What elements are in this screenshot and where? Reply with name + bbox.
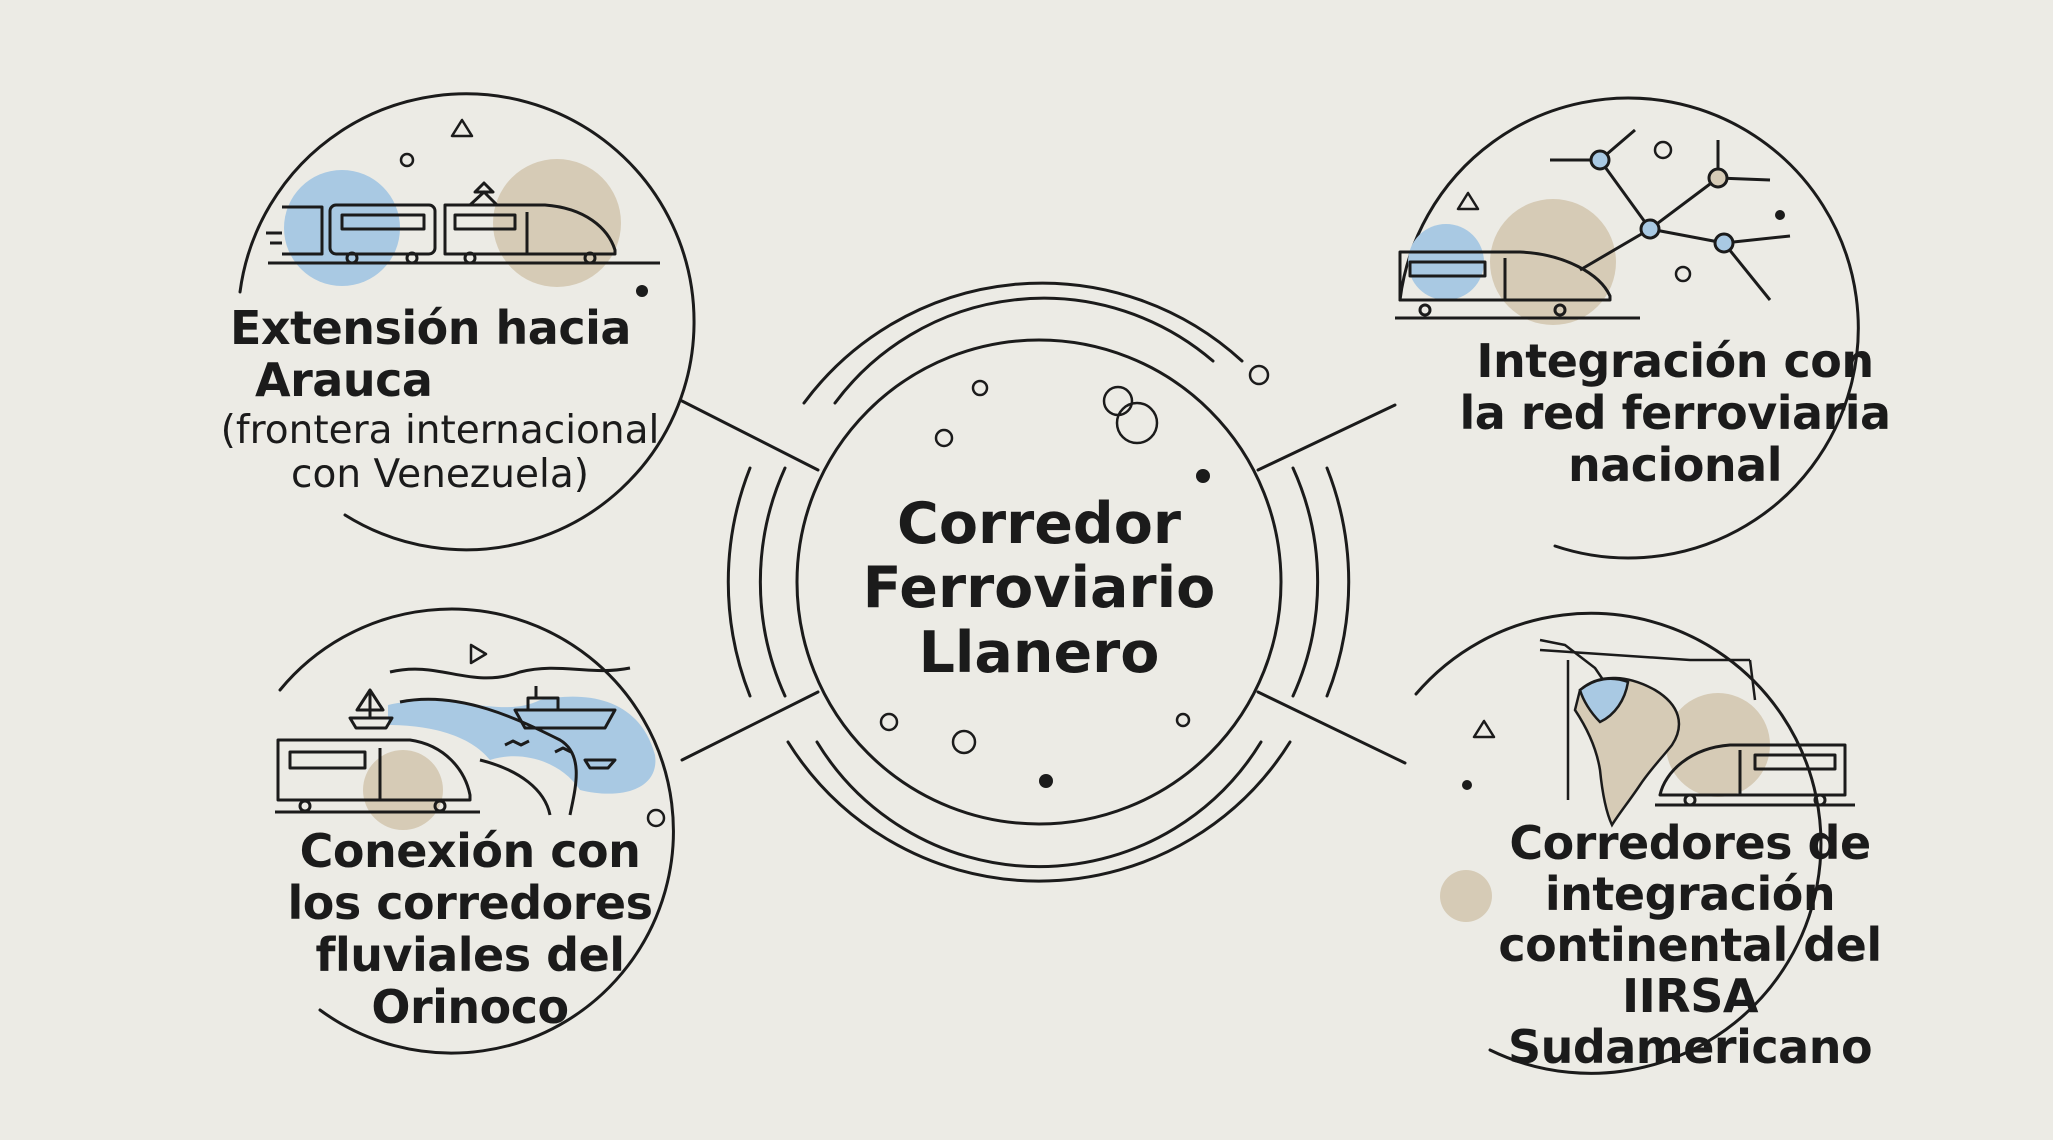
- tan-blob-icon: [1440, 870, 1492, 922]
- center-arc-left-outer: [726, 466, 752, 698]
- orinoco-circle: [278, 607, 675, 1055]
- center-arc-left: [758, 466, 787, 698]
- small-circle-icon: [1653, 140, 1673, 160]
- triangle-icon: [1456, 191, 1480, 211]
- iirsa-title-2: integración: [1544, 867, 1836, 921]
- center-arc-right: [1291, 466, 1320, 698]
- center-arc-lower: [786, 740, 1292, 883]
- center-circle: [795, 338, 1283, 826]
- small-circle-icon: [646, 808, 666, 828]
- arauca-title-2: Arauca: [255, 353, 433, 407]
- network-title-3: nacional: [1568, 438, 1782, 492]
- bubble-icon: [934, 428, 954, 448]
- bubble-icon: [951, 729, 977, 755]
- triangle-icon: [450, 118, 474, 138]
- center-line-2: Ferroviario: [862, 555, 1216, 622]
- node-network-label: Integración con la red ferroviaria nacio…: [1425, 338, 1925, 488]
- iirsa-title-1: Corredores de: [1509, 816, 1871, 870]
- dot-icon: [1039, 774, 1053, 788]
- iirsa-title-5: Sudamericano: [1507, 1020, 1873, 1074]
- center-label: Corredor Ferroviario Llanero: [829, 491, 1249, 686]
- connector-orinoco: [680, 690, 820, 762]
- center-arc-upper-inner: [833, 296, 1215, 405]
- arauca-title-1: Extensión hacia: [230, 301, 631, 355]
- dot-icon: [1775, 210, 1785, 220]
- bubble-icon: [1102, 385, 1134, 417]
- bubble-icon: [971, 379, 989, 397]
- connector-arauca: [680, 399, 820, 472]
- bubble-icon: [1115, 401, 1159, 445]
- connector-network: [1256, 403, 1397, 472]
- orinoco-title-1: Conexión con: [299, 824, 641, 878]
- small-circle-icon: [1674, 265, 1692, 283]
- network-title-1: Integración con: [1476, 334, 1874, 388]
- triangle-icon: [469, 643, 488, 665]
- orbit-dot-icon: [1248, 364, 1270, 386]
- dot-icon: [1196, 469, 1210, 483]
- bubble-icon: [879, 712, 899, 732]
- network-title-2: la red ferroviaria: [1459, 386, 1891, 440]
- arauca-circle: [238, 92, 696, 552]
- rail-network-icon: [1395, 128, 1791, 325]
- arauca-sub-1: (frontera internacional: [220, 408, 660, 453]
- center-arc-upper: [802, 281, 1244, 405]
- dot-icon: [636, 285, 648, 297]
- iirsa-title-3: continental del: [1498, 918, 1882, 972]
- center-line-3: Llanero: [918, 619, 1160, 686]
- center-arc-right-outer: [1325, 466, 1351, 698]
- triangle-icon: [1472, 719, 1496, 739]
- arauca-sub-2: con Venezuela): [291, 451, 589, 497]
- bubble-icon: [1175, 712, 1191, 728]
- node-arauca-label: Extensión hacia Arauca (frontera interna…: [200, 305, 680, 496]
- south-america-map-icon: [1539, 638, 1855, 828]
- orinoco-title-4: Orinoco: [371, 980, 569, 1034]
- iirsa-title-4: IIRSA: [1622, 969, 1758, 1023]
- node-orinoco-label: Conexión con los corredores fluviales de…: [230, 828, 710, 1030]
- connector-iirsa: [1256, 690, 1407, 765]
- dot-icon: [1462, 780, 1472, 790]
- orinoco-title-3: fluviales del: [315, 928, 625, 982]
- network-circle: [1398, 96, 1860, 560]
- center-line-1: Corredor: [897, 491, 1181, 557]
- orinoco-title-2: los corredores: [287, 876, 654, 930]
- river-boat-icon: [275, 666, 656, 830]
- node-iirsa-label: Corredores de integración continental de…: [1440, 820, 1940, 1070]
- small-circle-icon: [399, 152, 415, 168]
- center-arc-lower-inner: [815, 740, 1263, 869]
- train-icon: [266, 159, 660, 287]
